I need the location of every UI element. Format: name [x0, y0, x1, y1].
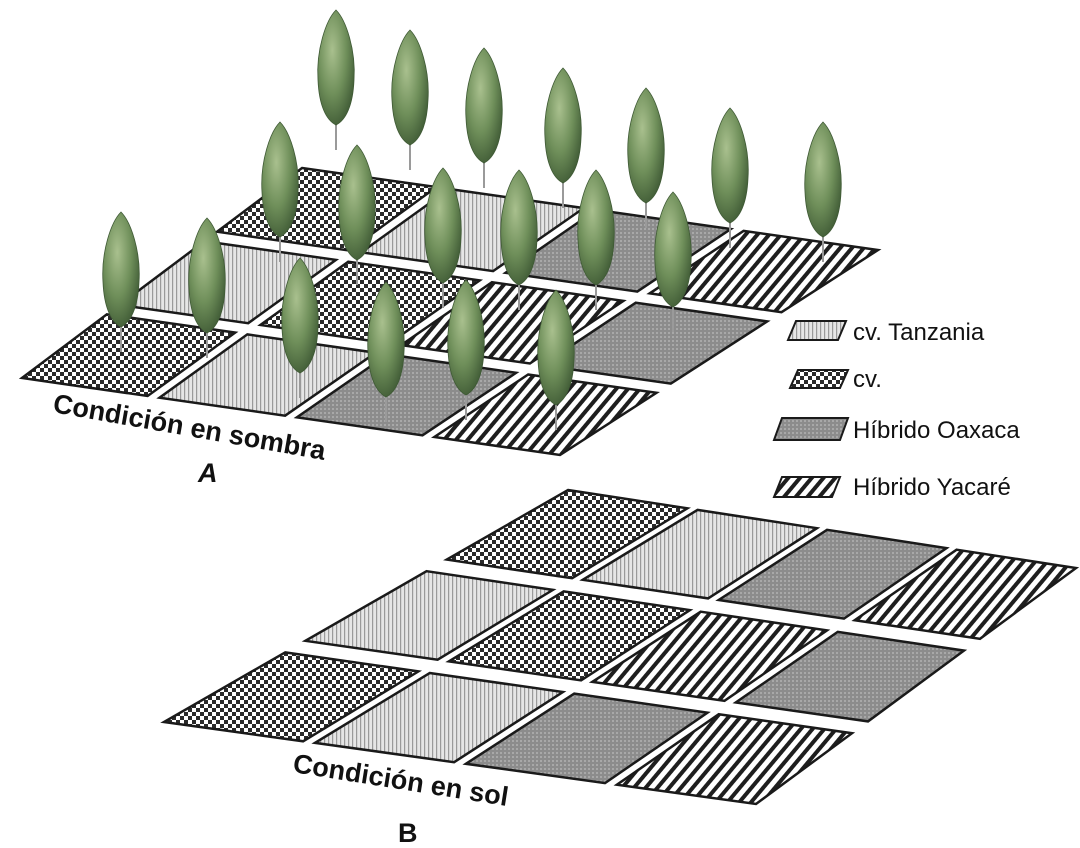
tree-crown: [711, 107, 749, 224]
sun-plot-cv: [445, 590, 694, 682]
tree-icon: [338, 144, 376, 285]
tree-crown: [465, 47, 503, 164]
shade-trees: [102, 9, 842, 430]
tree-icon: [500, 169, 538, 310]
tree-crown: [654, 191, 692, 308]
shade-plot-tanzania: [156, 333, 380, 418]
tree-crown: [577, 169, 615, 286]
legend: cv. Tanzania cv. Híbrido Oaxaca Híbrido …: [772, 319, 1020, 501]
tree-icon: [465, 47, 503, 188]
legend-item-yacare: Híbrido Yacaré: [772, 474, 1011, 501]
tree-crown: [188, 217, 226, 334]
tree-crown: [627, 87, 665, 204]
tree-icon: [367, 281, 405, 422]
sun-plot-yacare: [851, 548, 1080, 641]
tree-icon: [188, 217, 226, 358]
sun-plot-oaxaca: [462, 692, 711, 785]
tree-crown: [500, 169, 538, 286]
tree-crown: [537, 289, 575, 406]
tree-crown: [447, 279, 485, 396]
sun-plot-tanzania: [311, 671, 567, 764]
tree-crown: [391, 29, 429, 146]
tree-icon: [804, 121, 842, 262]
tree-crown: [804, 121, 842, 238]
tree-crown: [544, 67, 582, 184]
tree-crown: [261, 121, 299, 238]
sun-plot-yacare: [613, 712, 856, 806]
shade-plot-cv: [18, 312, 239, 398]
sun-plot-oaxaca: [732, 630, 968, 723]
legend-label-oaxaca: Híbrido Oaxaca: [853, 417, 1020, 444]
tree-icon: [537, 289, 575, 430]
tree-icon: [102, 211, 140, 352]
tree-icon: [711, 107, 749, 248]
tree-icon: [281, 257, 319, 398]
legend-label-tanzania: cv. Tanzania: [853, 319, 985, 346]
legend-swatch-cv: [788, 369, 850, 389]
tree-crown: [338, 144, 376, 261]
sun-plot-oaxaca: [715, 528, 950, 620]
tree-icon: [577, 169, 615, 310]
tree-crown: [367, 281, 405, 398]
legend-swatch-tanzania: [786, 320, 848, 341]
tree-crown: [102, 211, 140, 328]
tree-icon: [261, 121, 299, 262]
legend-item-cv: cv.: [788, 366, 882, 393]
tree-crown: [424, 167, 462, 284]
sun-plot-tanzania: [301, 569, 557, 662]
legend-item-oaxaca: Híbrido Oaxaca: [772, 417, 1020, 444]
legend-label-cv: cv.: [853, 366, 882, 393]
sun-plot-grid: [160, 488, 1080, 806]
tree-icon: [317, 9, 355, 150]
tree-icon: [424, 167, 462, 308]
tree-icon: [447, 279, 485, 420]
tree-icon: [391, 29, 429, 170]
sun-plot-yacare: [588, 610, 831, 703]
tree-icon: [654, 191, 692, 332]
legend-swatch-yacare: [772, 476, 842, 498]
tree-icon: [627, 87, 665, 228]
sun-letter: B: [398, 818, 418, 848]
sun-plot-cv: [160, 651, 423, 743]
legend-swatch-oaxaca: [772, 417, 850, 441]
shade-plot-tanzania: [116, 239, 340, 325]
legend-label-yacare: Híbrido Yacaré: [853, 474, 1011, 501]
tree-crown: [281, 257, 319, 374]
tree-icon: [544, 67, 582, 208]
sun-plot-tanzania: [579, 508, 821, 600]
shade-letter: A: [197, 458, 218, 488]
legend-item-tanzania: cv. Tanzania: [786, 319, 985, 346]
sun-plot-cv: [443, 488, 691, 580]
tree-crown: [317, 9, 355, 126]
